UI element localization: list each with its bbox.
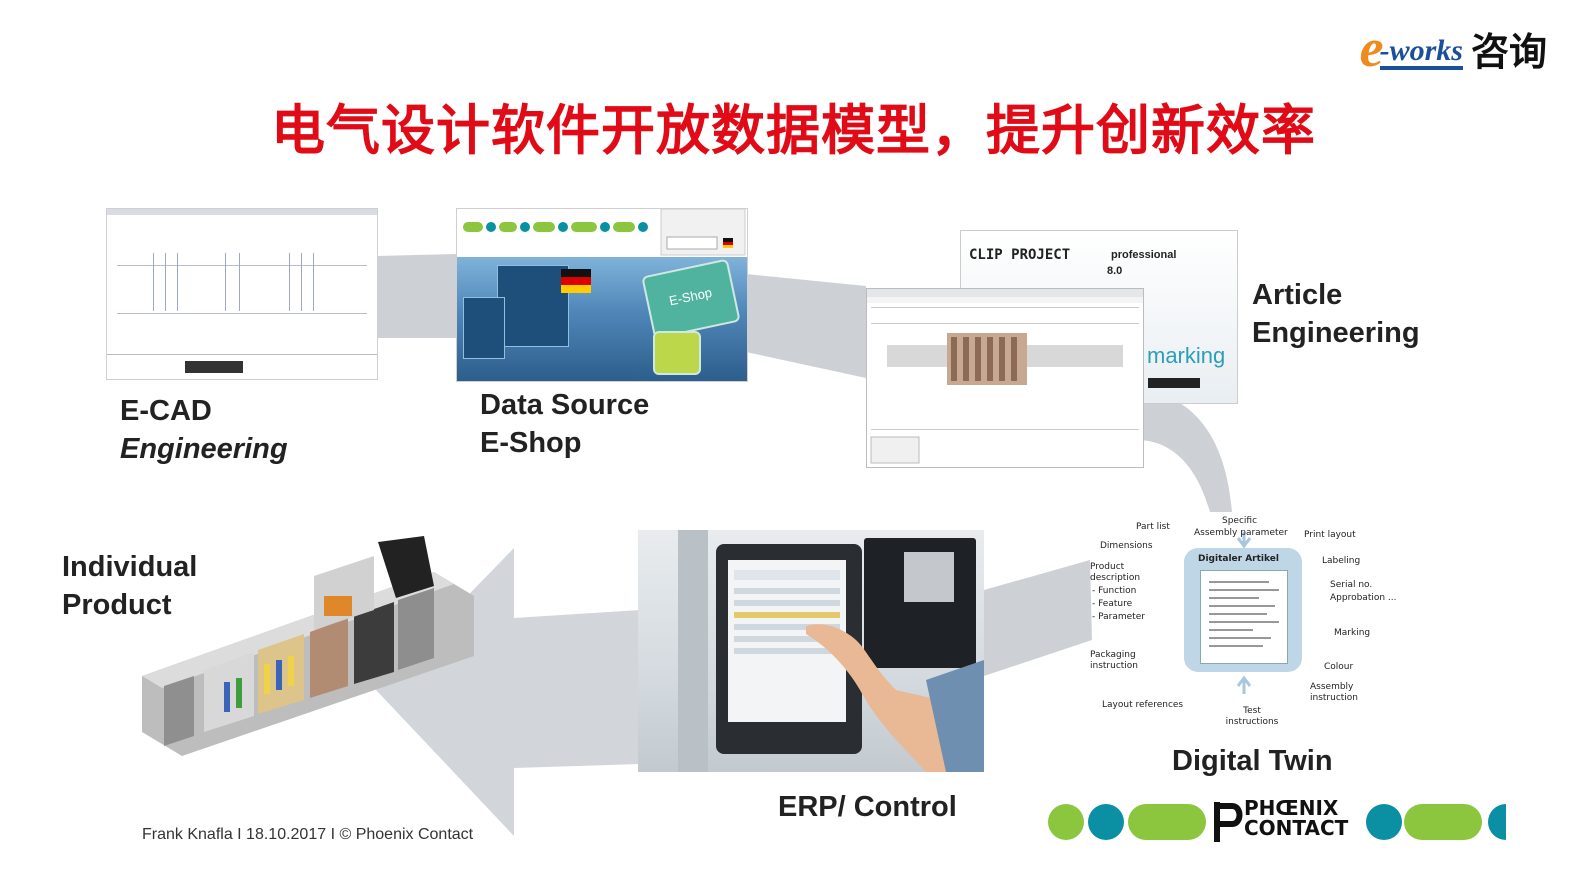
- phoenix-plate-icon: [185, 361, 243, 373]
- twin-core-label: Digitaler Artikel: [1198, 554, 1279, 564]
- arrow-ecad-to-datasource: [376, 254, 456, 338]
- phoenix-wordmark-line1: PHŒNIX: [1244, 796, 1339, 820]
- german-flag-icon: [561, 269, 591, 293]
- building-shape: [463, 297, 505, 359]
- ecad-caption-line2: Engineering: [120, 433, 288, 465]
- mount-pole: [678, 530, 708, 772]
- twin-label-colour: Colour: [1324, 662, 1354, 672]
- twin-label-packaging: Packaging instruction: [1090, 650, 1139, 671]
- datasource-caption-line1: Data Source: [480, 389, 650, 421]
- phoenix-plate-icon: [1148, 378, 1200, 388]
- twin-label-marking: Marking: [1334, 628, 1371, 638]
- building-shape: [497, 265, 569, 347]
- controller-display: [904, 552, 954, 602]
- ecad-title-block: [107, 354, 377, 379]
- twin-label-product-description: Product description: [1090, 562, 1141, 583]
- eshop-key-label: E-Shop: [667, 284, 714, 309]
- clip-marking-text: marking: [1147, 343, 1226, 368]
- phoenix-contact-logo: [1048, 802, 1506, 842]
- schematic-wire: [313, 253, 314, 311]
- erp-caption: ERP/ Control: [778, 791, 957, 823]
- clip-title: CLIP PROJECT: [969, 247, 1071, 263]
- article-caption: Article Engineering: [1252, 276, 1420, 352]
- hand-icon: [806, 624, 984, 772]
- datasource-eshop-image: E-Shop: [456, 208, 748, 382]
- schematic-wire: [289, 253, 290, 311]
- arrow-article-to-twin: [1140, 390, 1232, 512]
- article-caption-line1: Article: [1252, 279, 1343, 311]
- twin-label-test-instructions: Test instructions: [1225, 706, 1279, 727]
- eworks-logo: e -works 咨询: [1360, 18, 1547, 78]
- arrow-datasource-to-article: [746, 274, 866, 378]
- twin-label-part-list: Part list: [1136, 522, 1170, 532]
- terminal-block-assembly-image: [142, 536, 474, 756]
- twin-caption: Digital Twin: [1172, 745, 1333, 777]
- erp-control-photo: [638, 530, 984, 772]
- twin-label-serial: Serial no.: [1330, 580, 1373, 590]
- twin-label-assembly-parameter: Assembly parameter: [1194, 528, 1288, 538]
- page-title: 电气设计软件开放数据模型，提升创新效率: [271, 99, 1316, 162]
- schematic-wire: [153, 253, 154, 311]
- twin-label-print-layout: Print layout: [1304, 530, 1356, 540]
- schematic-wire: [165, 253, 166, 311]
- phoenix-dots-icon: [463, 209, 746, 256]
- twin-label-labeling: Labeling: [1322, 556, 1361, 566]
- schematic-wire: [177, 253, 178, 311]
- twin-label-function: - Function: [1092, 586, 1137, 596]
- phoenix-wordmark-line2: CONTACT: [1244, 816, 1349, 840]
- footer-credit: Frank Knafla I 18.10.2017 I © Phoenix Co…: [142, 826, 474, 843]
- logo-cn-text: 咨询: [1470, 29, 1547, 74]
- clip-edition: professional: [1111, 249, 1177, 261]
- schematic-wire: [225, 253, 226, 311]
- twin-label-dimensions: Dimensions: [1100, 541, 1153, 551]
- schematic-wire: [301, 253, 302, 311]
- twin-document-icon: [1200, 570, 1288, 664]
- terminal-rail-preview: [867, 289, 1143, 464]
- keyboard-key-icon: [653, 331, 701, 375]
- clip-project-screenshot: CLIP PROJECT professional 8.0 marking: [866, 230, 1238, 468]
- ecad-caption: E-CAD Engineering: [120, 392, 288, 468]
- twin-label-specific: Specific: [1222, 516, 1258, 526]
- digital-twin-core: Digitaler Artikel: [1184, 548, 1302, 672]
- clip-version: 8.0: [1107, 265, 1123, 277]
- article-caption-line2: Engineering: [1252, 317, 1420, 349]
- datasource-caption: Data Source E-Shop: [480, 386, 649, 462]
- eshop-key-icon: E-Shop: [641, 258, 741, 340]
- eshop-photo: E-Shop: [457, 257, 747, 381]
- controller-device-icon: [864, 538, 976, 668]
- arrow-twin-to-erp: [984, 560, 1092, 676]
- arrow-erp-to-product: [376, 548, 640, 836]
- schematic-line: [117, 265, 367, 266]
- twin-label-layout-references: Layout references: [1102, 700, 1184, 710]
- twin-label-assembly-instruction: Assembly instruction: [1310, 682, 1359, 703]
- phoenix-contact-wordmark: PHŒNIX CONTACT: [1244, 798, 1348, 838]
- datasource-caption-line2: E-Shop: [480, 427, 582, 459]
- ecad-titlebar: [107, 209, 377, 215]
- product-caption-line1: Individual: [62, 551, 198, 583]
- logo-e-glyph: e: [1359, 18, 1384, 78]
- clip-editor-window: [866, 288, 1144, 468]
- schematic-wire: [239, 253, 240, 311]
- ecad-caption-line1: E-CAD: [120, 395, 212, 427]
- twin-label-approbation: Approbation ...: [1330, 593, 1397, 603]
- twin-label-feature: - Feature: [1092, 599, 1133, 609]
- schematic-line: [117, 313, 367, 314]
- twin-label-parameter: - Parameter: [1092, 612, 1145, 622]
- logo-works-text: -works: [1379, 36, 1463, 70]
- ecad-screenshot: [106, 208, 378, 380]
- product-caption: Individual Product: [62, 548, 197, 624]
- product-caption-line2: Product: [62, 589, 172, 621]
- twin-arrows: [1236, 532, 1252, 694]
- eshop-header-strip: [457, 209, 747, 257]
